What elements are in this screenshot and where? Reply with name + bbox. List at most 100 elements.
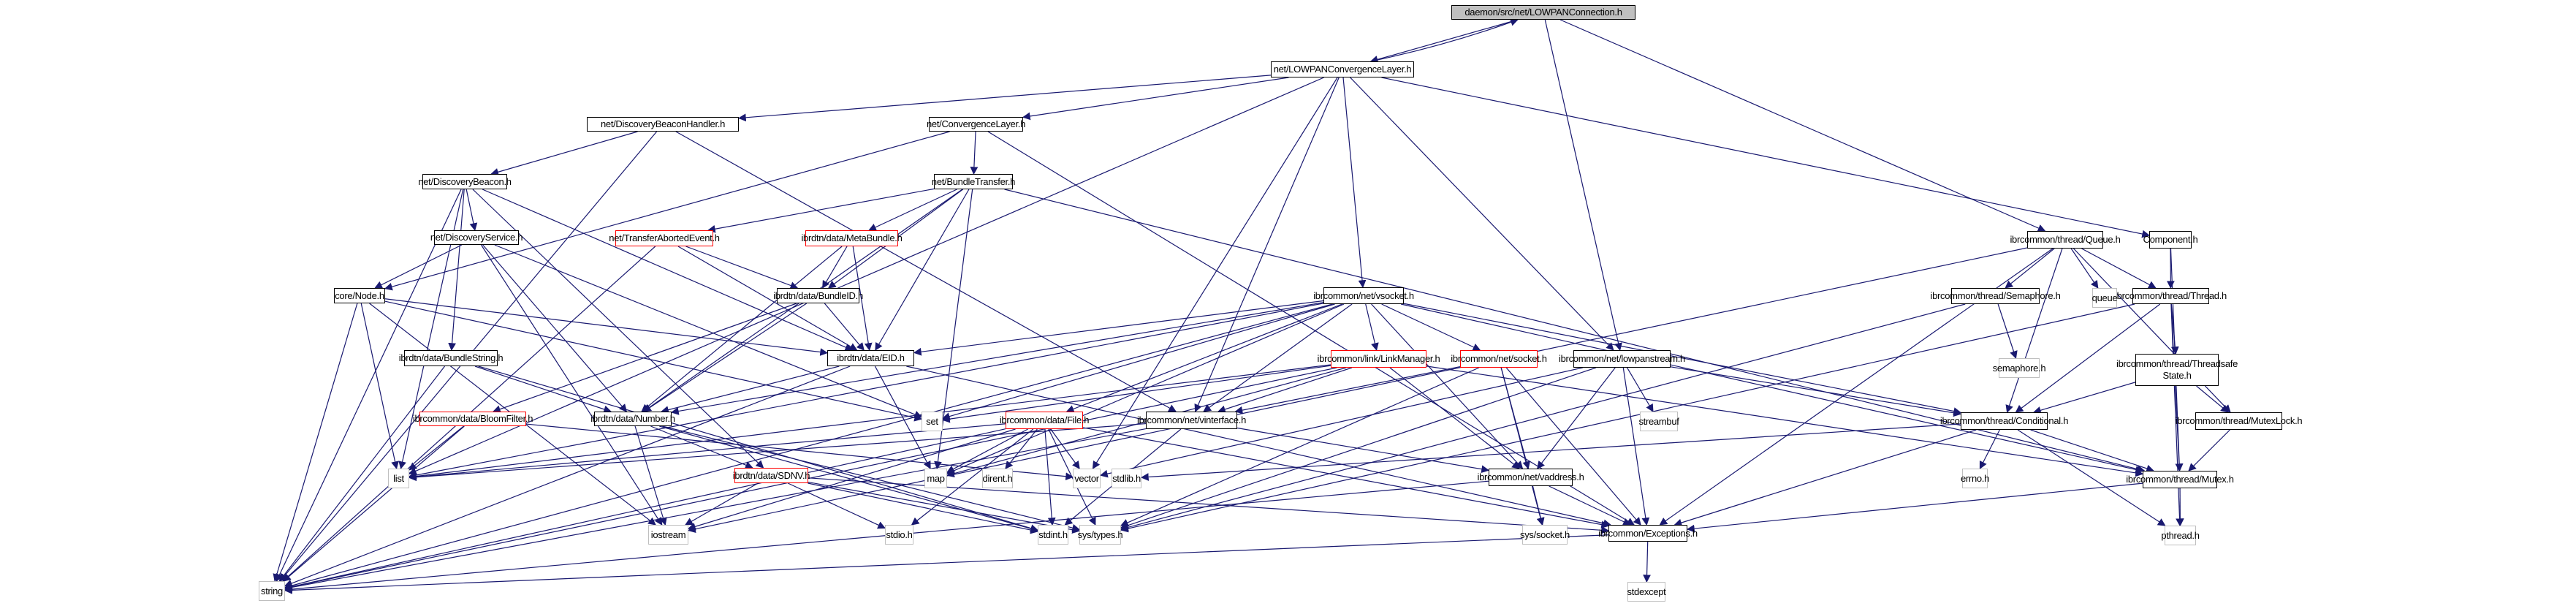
edge-eid-to-num bbox=[661, 366, 840, 414]
edge-file-to-s_map bbox=[946, 428, 1028, 473]
node-s-syssocket: sys/socket.h bbox=[1520, 525, 1570, 545]
edge-mlock-to-mutex bbox=[2188, 429, 2230, 471]
edge-mb-to-eid bbox=[852, 246, 873, 352]
edge-vif-to-s_list bbox=[408, 423, 1147, 482]
node-bs[interactable]: ibrdtn/data/BundleString.h bbox=[399, 350, 504, 366]
edge-mb-to-num bbox=[641, 246, 843, 412]
node-cond[interactable]: ibrcommon/thread/Conditional.h bbox=[1940, 412, 2068, 430]
edge-lm-to-s_set bbox=[941, 365, 1331, 423]
edge-node-to-s_string bbox=[273, 303, 358, 583]
node-mutex[interactable]: ibrcommon/thread/Mutex.h bbox=[2126, 471, 2234, 488]
edge-file-to-s_stdio bbox=[911, 428, 1034, 526]
node-s-queue: queue bbox=[2092, 288, 2118, 308]
node-bid[interactable]: ibrdtn/data/BundleID.h bbox=[773, 288, 863, 303]
node-mb[interactable]: ibrdtn/data/MetaBundle.h bbox=[801, 230, 903, 246]
node-vif[interactable]: ibrcommon/net/vinterface.h bbox=[1137, 412, 1246, 429]
edge-bf-to-s_string bbox=[282, 425, 465, 582]
node-s-stdexcept: stdexcept bbox=[1627, 582, 1666, 602]
edge-db-to-ds bbox=[466, 189, 478, 232]
edge-queue_h-to-mlock bbox=[2073, 248, 2231, 413]
node-exc[interactable]: ibrcommon/Exceptions.h bbox=[1598, 525, 1698, 542]
edge-root-to-queue_h bbox=[1559, 19, 2046, 232]
edge-sock-to-vif bbox=[1234, 366, 1461, 414]
node-cl[interactable]: net/ConvergenceLayer.h bbox=[927, 117, 1025, 132]
edge-vsock-to-eid bbox=[913, 300, 1324, 356]
node-s-dirent: dirent.h bbox=[982, 469, 1013, 488]
node-sock[interactable]: ibrcommon/net/socket.h bbox=[1451, 350, 1547, 368]
node-comp[interactable]: Component.h bbox=[2143, 231, 2198, 249]
edge-vsock-to-mutex bbox=[1400, 303, 2144, 474]
edge-tae-to-bid bbox=[685, 246, 799, 289]
edge-ds-to-num bbox=[482, 244, 628, 412]
edge-lowpancl-to-s_list bbox=[409, 77, 1324, 475]
edge-vaddr-to-s_syssocket bbox=[1532, 485, 1545, 526]
edge-vsock-to-vif bbox=[1203, 303, 1353, 412]
edge-file-to-s_vector bbox=[1050, 428, 1080, 469]
edge-lps-to-exc bbox=[1622, 367, 1650, 526]
edge-sdnv-to-s_stdint bbox=[808, 482, 1039, 534]
edge-root-to-lowpancl bbox=[1369, 19, 1518, 64]
edge-bt-to-eid bbox=[875, 189, 970, 351]
edge-cond-to-mutex bbox=[2030, 429, 2154, 473]
node-lowpancl[interactable]: net/LOWPANConvergenceLayer.h bbox=[1271, 61, 1414, 77]
edge-lps-to-s_systypes bbox=[1120, 367, 1597, 529]
edge-ds-to-s_iostream bbox=[480, 244, 663, 526]
edge-num-to-s_stdint bbox=[659, 425, 1039, 533]
node-dbh[interactable]: net/DiscoveryBeaconHandler.h bbox=[587, 117, 739, 132]
node-db[interactable]: net/DiscoveryBeacon.h bbox=[418, 174, 512, 189]
edge-tss-to-mlock bbox=[2196, 385, 2229, 413]
edge-cond-to-s_stdlib bbox=[1140, 423, 1961, 481]
edge-lowpancl-to-dbh bbox=[737, 75, 1272, 122]
node-bt[interactable]: net/BundleTransfer.h bbox=[932, 174, 1015, 189]
edge-bs-to-s_string bbox=[278, 366, 446, 582]
node-num[interactable]: ibrdtn/data/Number.h bbox=[590, 412, 675, 426]
node-queue-h[interactable]: ibrcommon/thread/Queue.h bbox=[2010, 231, 2121, 249]
edge-cl-to-exc bbox=[987, 131, 1635, 526]
edge-cond-to-exc bbox=[1673, 429, 1977, 527]
node-sdnv[interactable]: ibrdtn/data/SDNV.h bbox=[733, 468, 810, 483]
edge-queue_h-to-thread bbox=[2081, 248, 2157, 289]
edge-bf-to-s_list bbox=[409, 425, 464, 471]
edge-vsock-to-s_list bbox=[408, 303, 1324, 480]
edge-vsock-to-s_set bbox=[941, 303, 1335, 420]
edge-lowpancl-to-cl bbox=[1022, 77, 1289, 121]
node-tss[interactable]: ibrcommon/thread/Threadsafe State.h bbox=[2116, 354, 2238, 386]
node-bf[interactable]: ibrcommon/data/BloomFilter.h bbox=[413, 412, 533, 426]
node-s-pthread: pthread.h bbox=[2161, 526, 2200, 545]
edge-eid-to-s_string bbox=[284, 366, 851, 588]
edge-exc-to-s_string bbox=[284, 534, 1609, 594]
node-eid[interactable]: ibrdtn/data/EID.h bbox=[827, 350, 914, 366]
edge-exc-to-s_stdexcept bbox=[1643, 541, 1651, 583]
edge-thread-to-s_pthread bbox=[2170, 303, 2184, 527]
node-s-stdio: stdio.h bbox=[885, 525, 913, 545]
edge-node-to-eid bbox=[384, 298, 829, 356]
edge-cl-to-bt bbox=[970, 131, 979, 175]
edge-lm-to-s_string bbox=[284, 367, 1337, 591]
node-lm[interactable]: ibrcommon/link/LinkManager.h bbox=[1318, 350, 1440, 368]
node-lps[interactable]: ibrcommon/net/lowpanstream.h bbox=[1559, 350, 1685, 368]
node-ds[interactable]: net/DiscoveryService.h bbox=[430, 230, 523, 245]
node-s-vector: vector bbox=[1073, 469, 1101, 488]
node-file[interactable]: ibrcommon/data/File.h bbox=[1000, 412, 1089, 429]
node-node[interactable]: core/Node.h bbox=[334, 288, 385, 303]
edge-lm-to-mutex bbox=[1426, 366, 2144, 477]
edge-sem-to-s_semaphore bbox=[1997, 303, 2018, 360]
edge-lowpancl-to-vsock bbox=[1342, 77, 1367, 289]
edge-file-to-s_string bbox=[284, 428, 1006, 591]
edge-lps-to-vaddr bbox=[1537, 367, 1616, 469]
node-tae[interactable]: net/TransferAbortedEvent.h bbox=[609, 230, 720, 246]
node-thread[interactable]: ibrcommon/thread/Thread.h bbox=[2115, 288, 2227, 304]
edge-file-to-s_stdint bbox=[1044, 428, 1056, 526]
edge-queue_h-to-cond bbox=[2005, 248, 2063, 414]
edge-db-to-s_list bbox=[398, 189, 464, 470]
node-s-systypes: sys/types.h bbox=[1078, 525, 1123, 545]
node-vaddr[interactable]: ibrcommon/net/vaddress.h bbox=[1478, 469, 1584, 486]
node-sem[interactable]: ibrcommon/thread/Semaphore.h bbox=[1930, 288, 2061, 304]
edge-mb-to-bid bbox=[822, 246, 848, 289]
node-s-iostream: iostream bbox=[648, 525, 688, 545]
edge-num-to-sdnv bbox=[650, 425, 753, 469]
node-root[interactable]: daemon/src/net/LOWPANConnection.h bbox=[1451, 5, 1635, 20]
node-vsock[interactable]: ibrcommon/net/vsocket.h bbox=[1313, 287, 1414, 304]
node-mlock[interactable]: ibrcommon/thread/MutexLock.h bbox=[2176, 412, 2303, 430]
